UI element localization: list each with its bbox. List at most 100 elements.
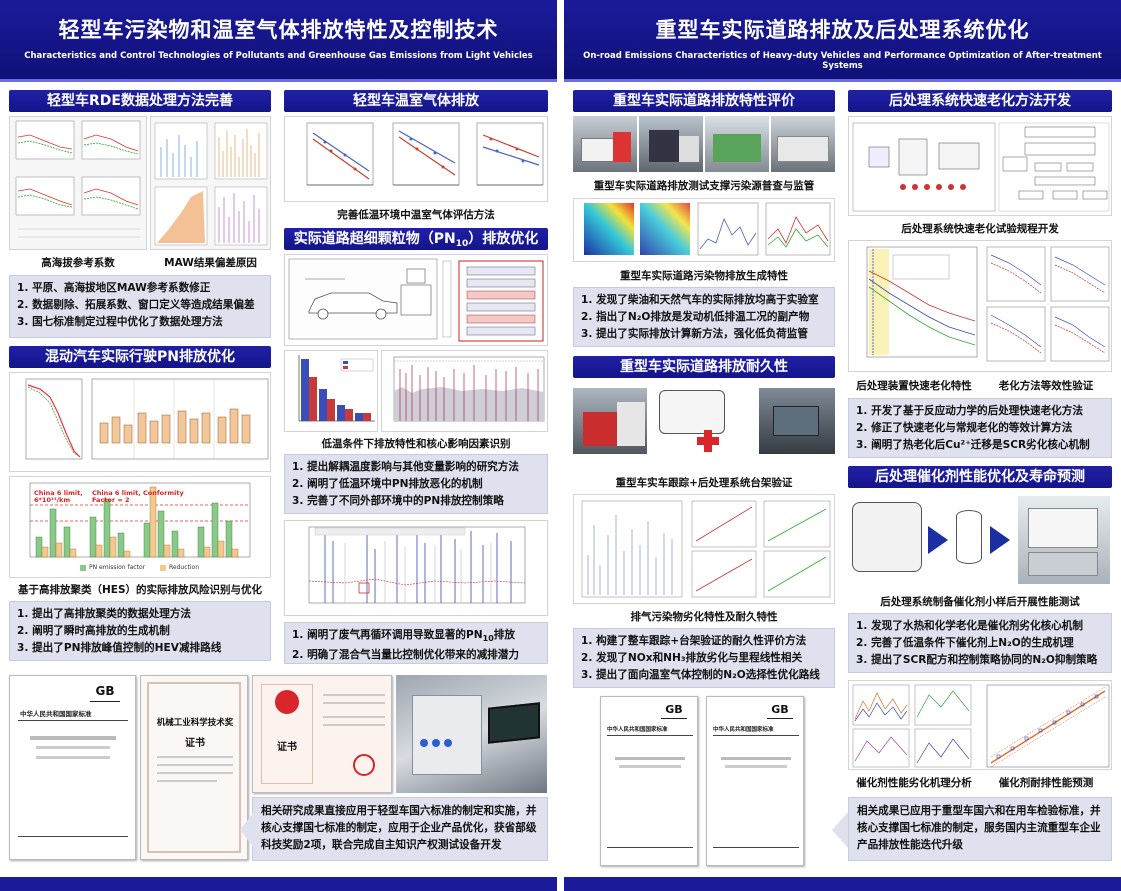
onroad-caption-1: 重型车实际道路排放测试支撑污染源普查与监管 bbox=[593, 180, 815, 192]
left-title-cn: 轻型车污染物和温室气体排放特性及控制技术 bbox=[58, 18, 499, 42]
section-catalyst-label: 后处理催化剂性能优化及寿命预测 bbox=[875, 469, 1085, 485]
section-ghg-label: 轻型车温室气体排放 bbox=[353, 93, 479, 109]
aging-bullets: 1. 开发了基于反应动力学的后处理快速老化方法 2. 修正了快速老化与常规老化的… bbox=[848, 398, 1112, 458]
durability-bullet-3: 3. 提出了面向温室气体控制的N₂O选择性优化路线 bbox=[581, 669, 820, 681]
catalyst-bullet-2: 2. 完善了低温条件下催化剂上N₂O的生成机理 bbox=[856, 637, 1074, 649]
summary-arrow-icon bbox=[240, 812, 254, 848]
hybrid-limit-label-2: China 6 limit, Conformity Factor = 2 bbox=[92, 489, 184, 504]
egr-bullet-1-text: 1. 阐明了废气再循环调用导致显著的PN bbox=[292, 629, 483, 641]
standard-3-org: 中华人民共和国国家标准 bbox=[713, 727, 774, 733]
section-aging-label: 后处理系统快速老化方法开发 bbox=[889, 93, 1071, 109]
hybrid-top-plots bbox=[9, 372, 271, 472]
car-icon bbox=[308, 292, 398, 314]
aging-bullet-3: 3. 阐明了热老化后Cu²⁺迁移是SCR劣化核心机制 bbox=[856, 439, 1090, 451]
section-rde-title: 轻型车RDE数据处理方法完善 bbox=[9, 90, 271, 112]
section-durability-title: 重型车实际道路排放耐久性 bbox=[573, 356, 835, 378]
onroad-bullets: 1. 发现了柴油和天然气车的实际排放均高于实验室 2. 指出了N₂O排放是发动机… bbox=[573, 287, 835, 347]
gb-logo-icon: GB bbox=[90, 684, 120, 702]
rde-bullet-1: 1. 平原、高海拔地区MAW参考系数修正 bbox=[17, 282, 211, 294]
durability-photos bbox=[573, 382, 835, 468]
egr-bullets: 1. 阐明了废气再循环调用导致显著的PN10排放 2. 明确了混合气当量比控制优… bbox=[284, 622, 548, 664]
hybrid-bullet-3: 3. 提出了PN排放峰值控制的HEV减排路线 bbox=[17, 642, 222, 654]
rde-caption-maw: MAW结果偏差原因 bbox=[164, 257, 257, 269]
durability-bullet-2: 2. 发现了NOx和NH₃排放劣化与里程线性相关 bbox=[581, 652, 803, 664]
hybrid-limit-label-1: China 6 limit, 6*10¹¹/km bbox=[34, 489, 83, 504]
pn10-schematic bbox=[284, 254, 548, 346]
certificate-award-word: 证书 bbox=[185, 738, 205, 749]
section-rde-label: 轻型车RDE数据处理方法完善 bbox=[47, 93, 233, 109]
section-onroad-title: 重型车实际道路排放特性评价 bbox=[573, 90, 835, 112]
hybrid-caption: 基于高排放聚类（HES）的实际排放风险识别与优化 bbox=[17, 584, 263, 596]
truck-photo-1 bbox=[573, 116, 637, 172]
pn10-bullet-2: 2. 阐明了低温环境中PN排放恶化的机制 bbox=[292, 478, 483, 490]
test-bench-photo bbox=[759, 388, 835, 454]
hybrid-legend-reduction: Reduction bbox=[169, 564, 199, 571]
truck-photo-4 bbox=[771, 116, 835, 172]
pn10-title-sub: 10 bbox=[455, 239, 469, 249]
truck-photo-strip bbox=[573, 116, 835, 172]
rde-bullet-3: 3. 国七标准制定过程中优化了数据处理方法 bbox=[17, 316, 223, 328]
left-summary: 相关研究成果直接应用于轻型车国六标准的制定和实施，并核心支撑国七标准的制定，应用… bbox=[252, 797, 548, 861]
aging-caption-1: 后处理系统快速老化试验规程开发 bbox=[901, 223, 1059, 235]
standard-document-1: GB 中华人民共和国国家标准 bbox=[9, 675, 136, 860]
aging-caption-2a: 后处理装置快速老化特性 bbox=[856, 380, 972, 392]
aftertreatment-drawing bbox=[852, 502, 922, 572]
gb-logo-icon-2: GB bbox=[661, 703, 687, 719]
certificate-science-word: 证书 bbox=[277, 742, 297, 753]
hybrid-bullet-1: 1. 提出了高排放聚类的数据处理方法 bbox=[17, 608, 191, 620]
catalyst-bullet-3: 3. 提出了SCR配方和控制策略协同的N₂O抑制策略 bbox=[856, 654, 1098, 666]
onroad-bullet-1: 1. 发现了柴油和天然气车的实际排放均高于实验室 bbox=[581, 294, 819, 306]
catalyst-sample-icon bbox=[956, 510, 982, 564]
catalyst-caption-2a: 催化剂性能劣化机理分析 bbox=[856, 777, 972, 789]
pn10-bar-chart bbox=[284, 350, 378, 432]
section-onroad-label: 重型车实际道路排放特性评价 bbox=[613, 93, 795, 109]
right-header: 重型车实际道路排放及后处理系统优化 On-road Emissions Char… bbox=[564, 0, 1121, 82]
aging-charts bbox=[848, 240, 1112, 372]
aging-bullet-1: 1. 开发了基于反应动力学的后处理快速老化方法 bbox=[856, 405, 1083, 417]
onroad-bullet-2: 2. 指出了N₂O排放是发动机低排温工况的副产物 bbox=[581, 311, 810, 323]
standard-2-org: 中华人民共和国国家标准 bbox=[607, 727, 668, 733]
panel-divider bbox=[557, 0, 564, 891]
gb-logo-icon-3: GB bbox=[767, 703, 793, 719]
hybrid-legend-pn: PN emission factor bbox=[89, 564, 146, 571]
hybrid-pn-chart: China 6 limit, 6*10¹¹/km China 6 limit, … bbox=[9, 476, 271, 578]
ghg-panel-2 bbox=[392, 122, 460, 186]
section-hybrid-title: 混动汽车实际行驶PN排放优化 bbox=[9, 346, 271, 368]
pn10-bullets: 1. 提出解耦温度影响与其他变量影响的研究方法 2. 阐明了低温环境中PN排放恶… bbox=[284, 454, 548, 514]
certificate-science: 证书 bbox=[252, 675, 392, 793]
tracking-truck-photo bbox=[573, 388, 647, 454]
onroad-caption-2: 重型车实际道路污染物排放生成特性 bbox=[620, 270, 788, 282]
durability-caption-1: 重型车实车跟踪+后处理系统台架验证 bbox=[615, 477, 793, 489]
durability-bullet-1: 1. 构建了整车跟踪+台架验证的耐久性评价方法 bbox=[581, 635, 807, 647]
catalyst-bullets: 1. 发现了水热和化学老化是催化剂劣化核心机制 2. 完善了低温条件下催化剂上N… bbox=[848, 613, 1112, 673]
pn10-bullet-3: 3. 完善了不同外部环境中的PN排放控制策略 bbox=[292, 495, 504, 507]
rde-caption-altitude: 高海拔参考系数 bbox=[41, 257, 115, 269]
standard-document-3: GB 中华人民共和国国家标准 bbox=[706, 696, 804, 866]
truck-photo-3 bbox=[705, 116, 769, 172]
summary-arrow-icon-right bbox=[832, 812, 848, 848]
rde-altitude-plots bbox=[9, 116, 147, 250]
standard-document-2: GB 中华人民共和国国家标准 bbox=[600, 696, 698, 866]
hybrid-bullets: 1. 提出了高排放聚类的数据处理方法 2. 阐明了瞬时高排放的生成机制 3. 提… bbox=[9, 601, 271, 661]
onroad-heatmaps bbox=[573, 198, 835, 262]
rde-bullets: 1. 平原、高海拔地区MAW参考系数修正 2. 数据剔除、拓展系数、窗口定义等造… bbox=[9, 275, 271, 338]
egr-bullet-1-end: 排放 bbox=[493, 629, 515, 641]
catalyst-caption-1: 后处理系统制备催化剂小样后开展性能测试 bbox=[880, 596, 1080, 608]
pn10-title-end: ）排放优化 bbox=[468, 231, 539, 247]
ghg-panel-1 bbox=[306, 122, 374, 186]
left-footer bbox=[0, 877, 557, 891]
standard-1-org: 中华人民共和国国家标准 bbox=[20, 710, 92, 718]
rde-subplot-grid bbox=[15, 120, 141, 238]
certificate-award: 机械工业科学技术奖 证书 bbox=[140, 675, 248, 860]
section-aging-title: 后处理系统快速老化方法开发 bbox=[848, 90, 1112, 112]
egr-bullet-1-sub: 10 bbox=[482, 634, 494, 643]
catalyst-setup bbox=[848, 492, 1112, 588]
section-hybrid-label: 混动汽车实际行驶PN排放优化 bbox=[45, 349, 235, 365]
ghg-panel-3 bbox=[476, 122, 544, 186]
right-panel: 重型车实际道路排放及后处理系统优化 On-road Emissions Char… bbox=[564, 0, 1121, 891]
aging-caption-2b: 老化方法等效性验证 bbox=[998, 380, 1094, 392]
arrow-right-icon-2 bbox=[990, 526, 1010, 554]
maw-deviation-plots bbox=[150, 116, 271, 250]
pn10-title-main: 实际道路超细颗粒物（PN bbox=[293, 231, 456, 247]
catalyst-bullet-1: 1. 发现了水热和化学老化是催化剂劣化核心机制 bbox=[856, 620, 1083, 632]
